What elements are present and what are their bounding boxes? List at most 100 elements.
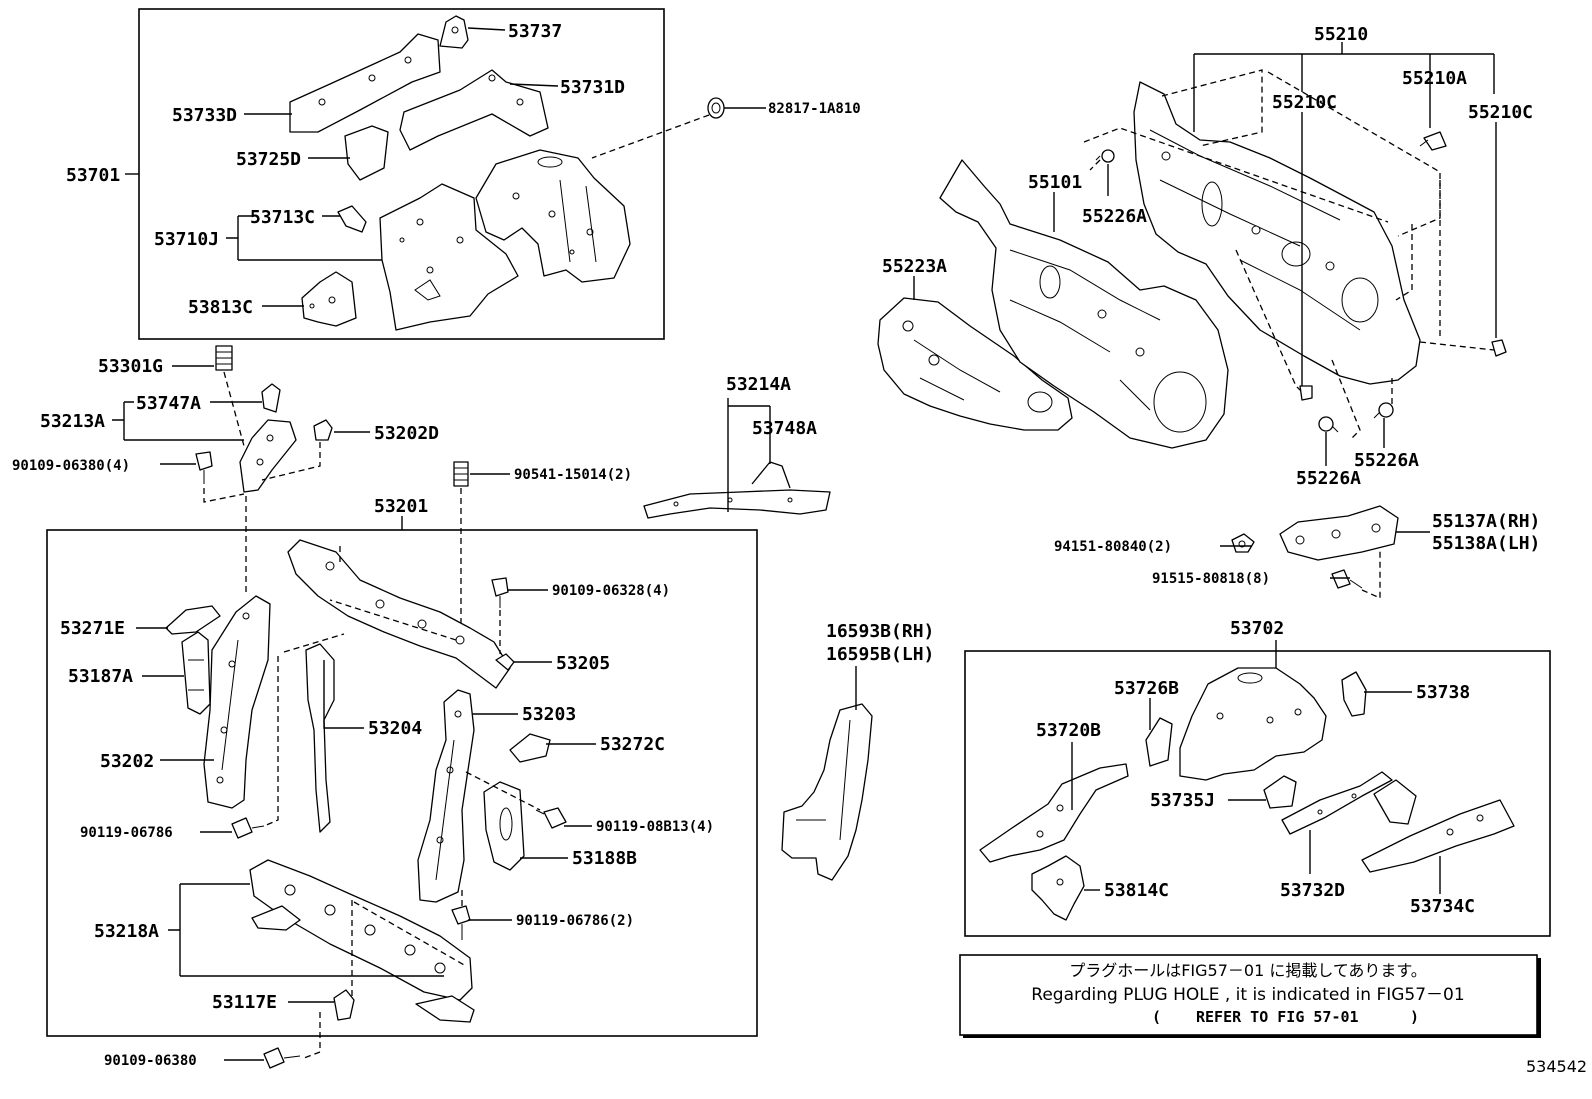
bolt-90109-06328 — [491, 577, 509, 608]
label-53720B: 53720B — [1036, 720, 1101, 741]
clip-55226A-b1 — [1318, 416, 1339, 433]
part-53720B-drawing — [979, 763, 1129, 863]
label-53737: 53737 — [508, 21, 562, 42]
label-53710J: 53710J — [154, 229, 219, 250]
label-90119-06786-2: 90119-06786(2) — [516, 913, 634, 929]
note-box-shadow-right — [1537, 958, 1541, 1038]
part-53726B-drawing — [1145, 717, 1173, 767]
part-53187A-drawing — [181, 631, 211, 715]
part-53201-crossmember — [287, 539, 511, 689]
clip-55210C-right — [1491, 339, 1507, 357]
bolt-90109-06380-4 — [195, 451, 213, 484]
part-53117E-drawing — [333, 989, 355, 1021]
bolt-55210A — [1419, 131, 1447, 151]
part-53710J-drawing — [379, 183, 519, 331]
label-53735J: 53735J — [1150, 790, 1215, 811]
part-53214A-drawing — [643, 489, 831, 519]
label-53701: 53701 — [66, 165, 120, 186]
part-53731D-drawing — [399, 69, 549, 151]
label-53187A: 53187A — [68, 666, 133, 687]
label-53117E: 53117E — [212, 992, 277, 1013]
note-ref-text: REFER TO FIG 57-01 — [1196, 1008, 1359, 1026]
label-90119-08B13: 90119-08B13(4) — [596, 819, 714, 835]
group-frame-53702 — [964, 650, 1551, 937]
label-53731D: 53731D — [560, 77, 625, 98]
part-53734C-drawing — [1361, 779, 1515, 873]
part-53301G-drawing — [215, 345, 233, 371]
note-japanese: プラグホールはFIG57－01 に掲載してあります。 — [1069, 961, 1427, 980]
label-53272C: 53272C — [600, 734, 665, 755]
part-53218A-drawing — [249, 859, 473, 1001]
part-53271E-drawing — [165, 605, 221, 635]
label-53702: 53702 — [1230, 618, 1284, 639]
bolt-90119-06786-2 — [451, 905, 471, 940]
label-55210: 55210 — [1314, 24, 1368, 45]
part-53725D-drawing — [344, 125, 389, 181]
part-53204-drawing — [305, 643, 335, 833]
label-53725D: 53725D — [236, 149, 301, 170]
part-55137A-drawing — [1279, 505, 1399, 561]
part-53733D-drawing — [289, 33, 441, 133]
part-53218A-lower — [251, 905, 475, 1023]
label-53203: 53203 — [522, 704, 576, 725]
clip-55210C-left — [1299, 385, 1313, 401]
bolt-91515 — [1331, 569, 1363, 589]
label-53205: 53205 — [556, 653, 610, 674]
label-55226A-top: 55226A — [1082, 206, 1147, 227]
note-ref-open: ( — [1152, 1008, 1161, 1026]
part-53732D-drawing — [1281, 771, 1393, 835]
part-53702-apron — [1179, 667, 1327, 781]
part-55210-drawing — [1133, 81, 1421, 385]
part-53814C-drawing — [1031, 855, 1085, 921]
label-53814C: 53814C — [1104, 880, 1169, 901]
part-55223A-drawing — [877, 297, 1073, 431]
label-53733D: 53733D — [172, 105, 237, 126]
label-53218A: 53218A — [94, 921, 159, 942]
label-55226A-bottom-1: 55226A — [1296, 468, 1361, 489]
note-english: Regarding PLUG HOLE , it is indicated in… — [1031, 985, 1464, 1005]
label-53738: 53738 — [1416, 682, 1470, 703]
label-53202: 53202 — [100, 751, 154, 772]
clip-55226A-top — [1095, 149, 1115, 163]
label-53201: 53201 — [374, 496, 428, 517]
label-55210C-right: 55210C — [1468, 102, 1533, 123]
part-53747A-drawing — [261, 383, 281, 413]
part-53713C-drawing — [337, 205, 367, 233]
bolt-90119-06786 — [231, 817, 265, 839]
bolt-90109-06380 — [263, 1047, 301, 1069]
label-55210C-left: 55210C — [1272, 92, 1337, 113]
label-53713C: 53713C — [250, 207, 315, 228]
part-90541-15014-drawing — [453, 461, 469, 487]
part-53738-drawing — [1341, 671, 1367, 717]
part-55101-drawing — [939, 159, 1229, 449]
label-55226A-bottom-2: 55226A — [1354, 450, 1419, 471]
label-53204: 53204 — [368, 718, 422, 739]
part-16593B-drawing — [781, 703, 873, 881]
label-94151-80840: 94151-80840(2) — [1054, 539, 1172, 555]
label-53271E: 53271E — [60, 618, 125, 639]
label-90541-15014: 90541-15014(2) — [514, 467, 632, 483]
label-53301G: 53301G — [98, 356, 163, 377]
bolt-90119-08B13 — [535, 807, 567, 829]
label-16595B-LH: 16595B(LH) — [826, 644, 934, 665]
label-91515-80818: 91515-80818(8) — [1152, 571, 1270, 587]
label-55210A: 55210A — [1402, 68, 1467, 89]
label-55138A-LH: 55138A(LH) — [1432, 533, 1540, 554]
label-16593B-RH: 16593B(RH) — [826, 621, 934, 642]
part-apron-drawing — [475, 149, 631, 283]
label-90109-06380: 90109-06380 — [104, 1053, 197, 1069]
note-ref-close: ) — [1410, 1008, 1419, 1026]
part-53188B-drawing — [483, 781, 525, 871]
label-90109-06380-4: 90109-06380(4) — [12, 458, 130, 474]
plug-hole-note: プラグホールはFIG57－01 に掲載してあります。 Regarding PLU… — [959, 954, 1541, 1038]
label-53214A: 53214A — [726, 374, 791, 395]
clip-55226A-b2 — [1373, 402, 1394, 419]
part-53202-drawing — [203, 595, 271, 809]
part-53748A-drawing — [751, 461, 791, 489]
label-53732D: 53732D — [1280, 880, 1345, 901]
label-90119-06786: 90119-06786 — [80, 825, 173, 841]
part-53737-drawing — [439, 15, 469, 49]
part-53272C-drawing — [509, 733, 551, 763]
label-53188B: 53188B — [572, 848, 637, 869]
